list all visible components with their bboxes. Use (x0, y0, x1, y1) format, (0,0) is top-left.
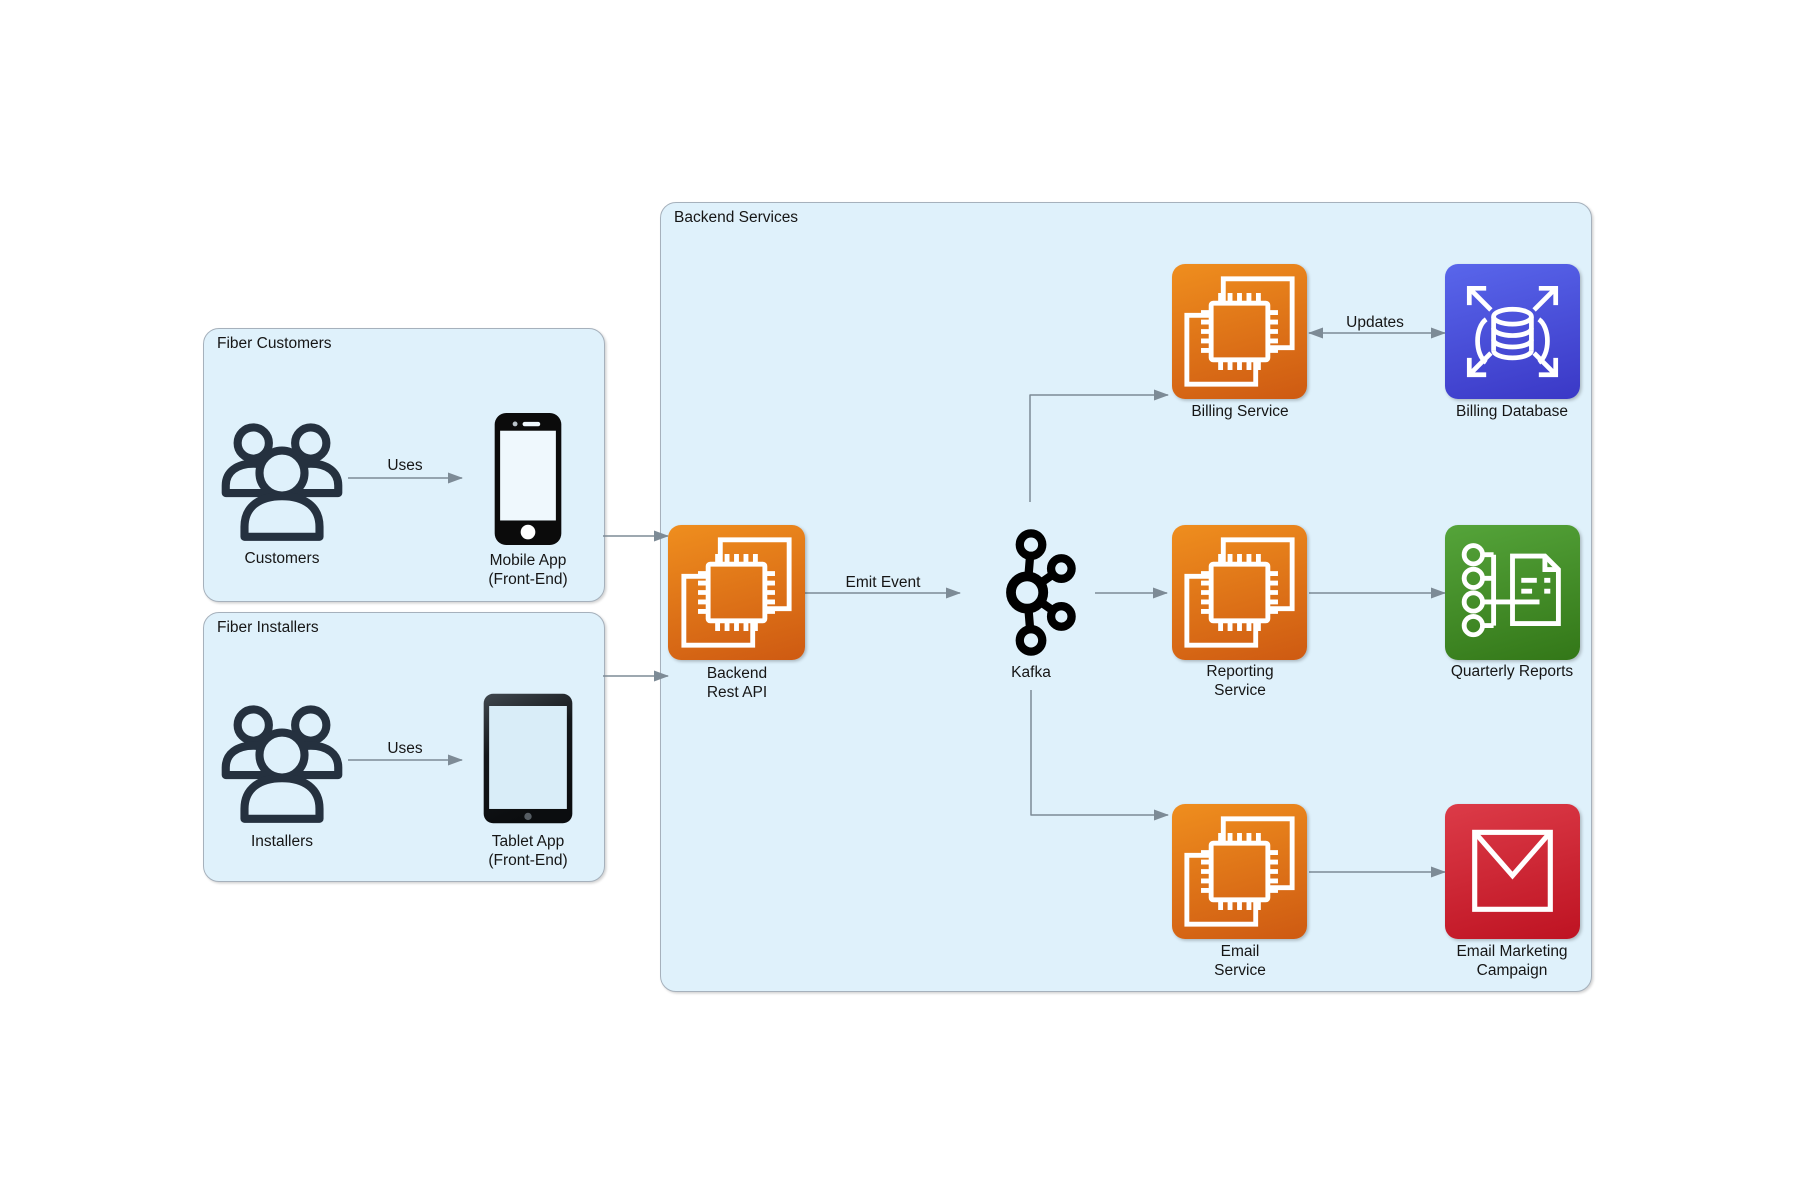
compute-chip-icon (668, 525, 805, 660)
email-service-label: Email Service (1214, 943, 1266, 979)
mobile-app-label: Mobile App (Front-End) (488, 552, 568, 588)
scaling-database-icon (1445, 264, 1580, 399)
backend-rest-api-label: Backend Rest API (706, 665, 768, 701)
billing-database-label: Billing Database (1455, 403, 1569, 420)
installers-label: Installers (250, 833, 314, 850)
edge-kafka-to-email-service (1030, 690, 1169, 821)
compute-chip-icon (1172, 525, 1307, 660)
users-icon (217, 413, 347, 543)
smartphone-icon (494, 411, 562, 547)
edge-label-uses-customers: Uses (387, 457, 423, 474)
customers-label: Customers (244, 550, 320, 567)
group-fiber-installers-title: Fiber Installers (217, 619, 319, 636)
group-fiber-customers-title: Fiber Customers (217, 335, 332, 352)
edge-label-uses-installers: Uses (387, 740, 423, 757)
reporting-service-label: Reporting Service (1206, 663, 1274, 699)
edge-label-emit-event: Emit Event (845, 574, 921, 591)
kafka-label: Kafka (1011, 664, 1051, 681)
compute-chip-icon (1172, 264, 1307, 399)
billing-service-label: Billing Service (1191, 403, 1289, 420)
compute-chip-icon (1172, 804, 1307, 939)
edge-label-updates: Updates (1346, 314, 1404, 331)
edge-kafka-to-billing-service (1029, 389, 1169, 502)
envelope-icon (1445, 804, 1580, 939)
users-icon (217, 695, 347, 825)
report-document-icon (1445, 525, 1580, 660)
email-marketing-campaign-label: Email Marketing Campaign (1456, 943, 1568, 979)
kafka-logo-icon (988, 527, 1076, 658)
group-backend-services-title: Backend Services (674, 209, 799, 226)
tablet-app-label: Tablet App (Front-End) (488, 833, 568, 869)
quarterly-reports-label: Quarterly Reports (1450, 663, 1574, 680)
tablet-icon (483, 692, 573, 825)
